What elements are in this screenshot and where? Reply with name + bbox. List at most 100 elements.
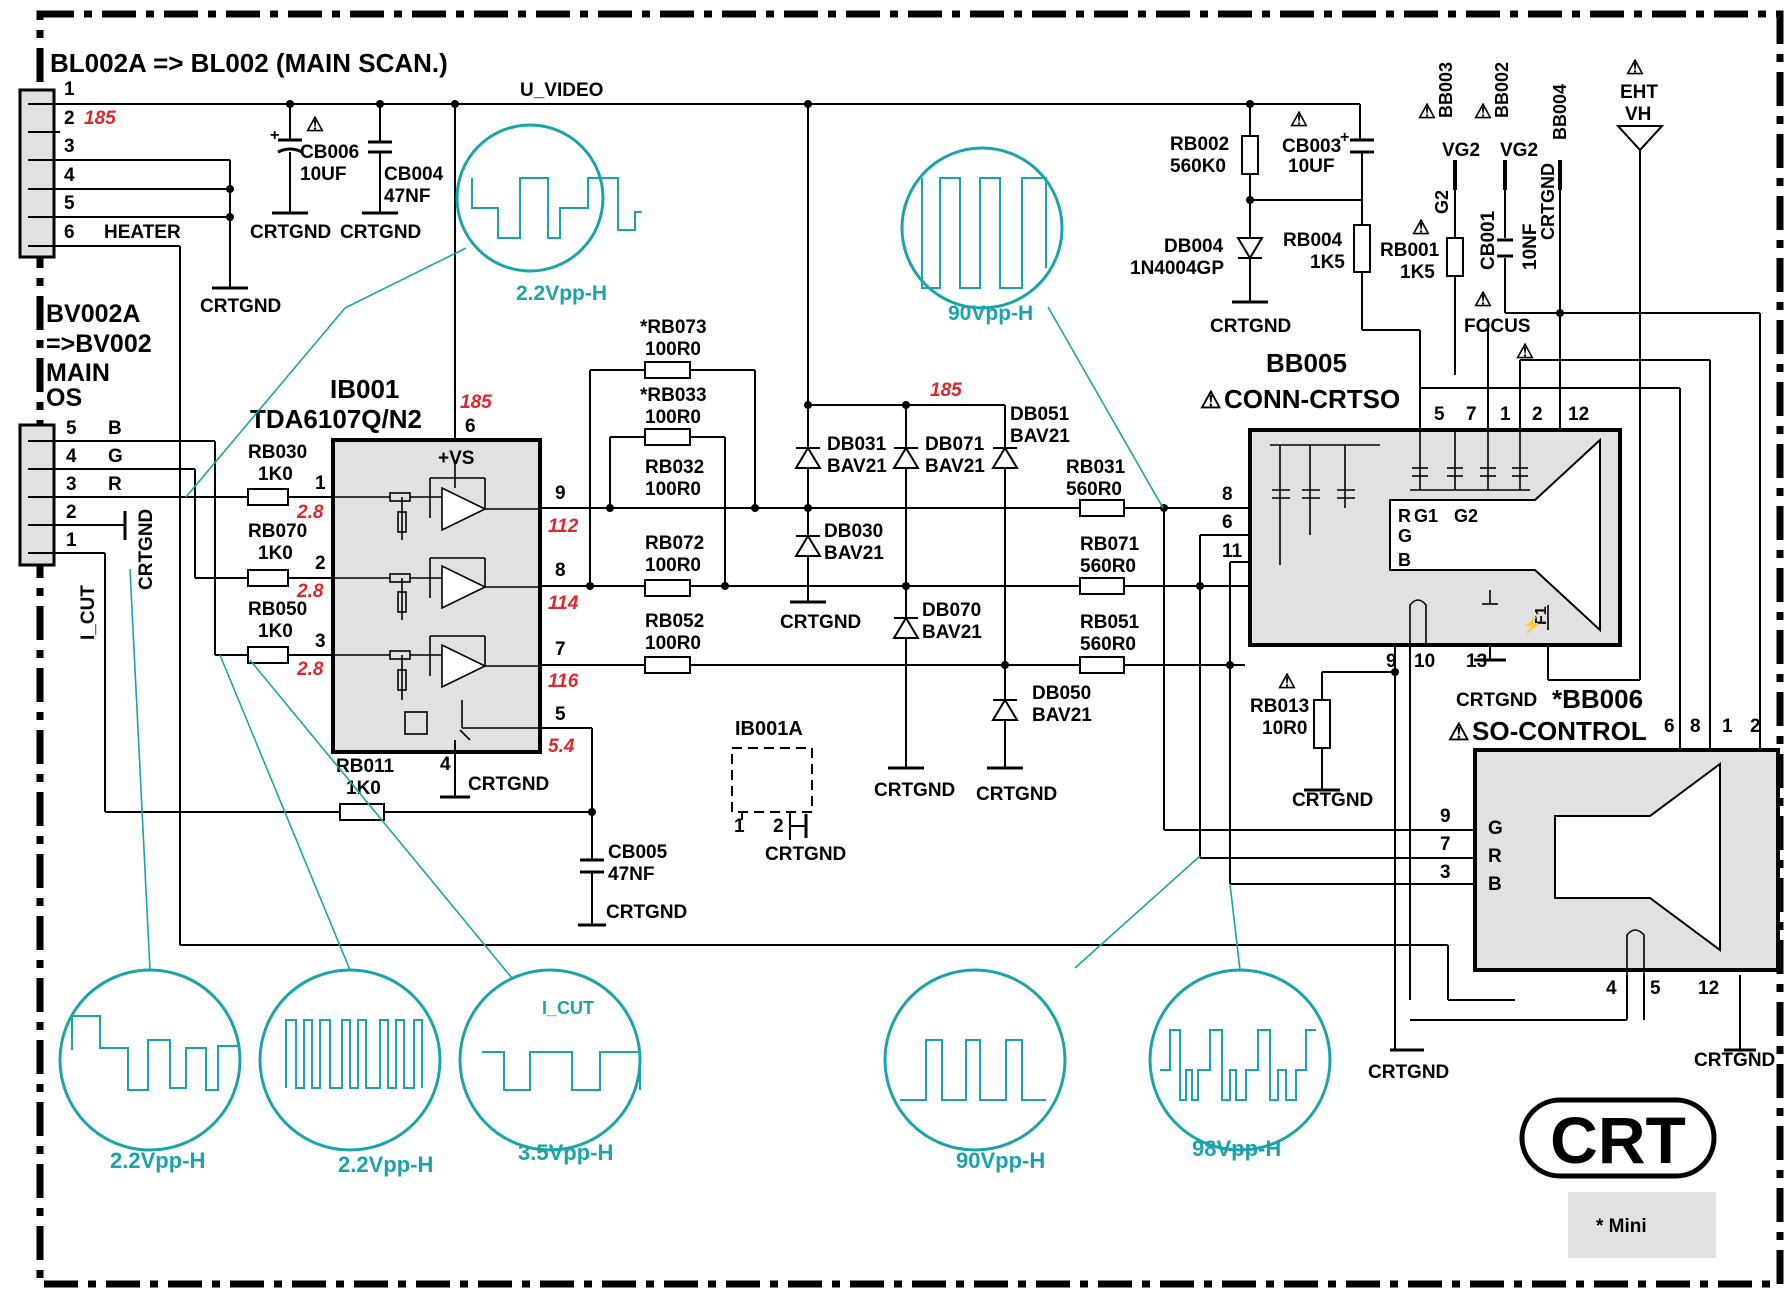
ic-in3-voltage: 2.8 xyxy=(296,659,324,680)
crtgnd-label-db050: CRTGND xyxy=(976,784,1057,805)
crtgnd-label-bottom-left: CRTGND xyxy=(1368,1062,1449,1083)
bl002-pin-1: 1 xyxy=(64,79,75,100)
diode-db071 xyxy=(892,446,920,469)
crt-badge-label: CRT xyxy=(1550,1103,1686,1177)
waveform-top-mid-label: 90Vpp-H xyxy=(948,302,1033,325)
bl002-pin-4: 4 xyxy=(64,165,75,186)
bb006-pin-6: 6 xyxy=(1664,716,1675,737)
probe-leader-lines xyxy=(129,247,1241,1001)
crtgnd-label-db030: CRTGND xyxy=(780,612,861,633)
cb001-ref: CB001 xyxy=(1478,210,1499,270)
bb005-pin-5: 5 xyxy=(1434,404,1445,425)
db051-ref: DB051 xyxy=(1010,404,1070,425)
waveform-probe-4 xyxy=(883,968,1067,1152)
bl002-pin-3: 3 xyxy=(64,136,75,157)
bb005-inner-g: G xyxy=(1398,526,1412,546)
bb005-pin-2: 2 xyxy=(1532,404,1543,425)
waveform-4-label: 90Vpp-H xyxy=(956,1148,1045,1173)
bb005-pin-7: 7 xyxy=(1466,404,1477,425)
db071-value: BAV21 xyxy=(925,456,985,477)
bb006-pin-2: 2 xyxy=(1750,716,1761,737)
waveform-probe-3 xyxy=(458,968,642,1152)
vg2-b-label: VG2 xyxy=(1500,140,1538,161)
ic-out8-voltage: 114 xyxy=(548,593,579,614)
bb005-pin-9: 9 xyxy=(1386,651,1397,672)
bb005-inner-r: R xyxy=(1398,506,1411,526)
db004-ref: DB004 xyxy=(1164,236,1224,257)
bb006-pin-8: 8 xyxy=(1690,716,1701,737)
bb005-pin-6: 6 xyxy=(1222,512,1233,533)
waveform-probe-top-mid xyxy=(900,146,1064,310)
bv002-pin-4: 4 xyxy=(66,446,77,467)
ic-pin-2: 2 xyxy=(315,553,326,574)
ic-body xyxy=(331,438,542,754)
crtgnd-label-bb005: CRTGND xyxy=(1456,690,1537,711)
cb005-ref: CB005 xyxy=(608,842,668,863)
waveform-probe-5 xyxy=(1148,968,1332,1152)
ic-in1-voltage: 2.8 xyxy=(296,502,324,523)
rb071-ref: RB071 xyxy=(1080,534,1140,555)
bb006-pin-4: 4 xyxy=(1606,978,1617,999)
warning-icon: ⚠ xyxy=(1290,109,1308,131)
bb006-pin-7: 7 xyxy=(1440,834,1451,855)
diode-bus-voltage: 185 xyxy=(930,380,962,401)
cb003-value: 10UF xyxy=(1288,156,1334,177)
bl002-pin-2: 2 xyxy=(64,108,75,129)
bb006-pin-5: 5 xyxy=(1650,978,1661,999)
rb004-value: 1K5 xyxy=(1310,252,1345,273)
rb013-value: 10R0 xyxy=(1262,718,1307,739)
diode-db070 xyxy=(892,616,920,639)
warning-icon: ⚠ xyxy=(1200,387,1222,414)
ic-pin-7: 7 xyxy=(555,639,566,660)
ic-pin-9: 9 xyxy=(555,483,566,504)
crtgnd-label-db070: CRTGND xyxy=(874,780,955,801)
connector-bl002 xyxy=(18,88,60,259)
rb011-value: 1K0 xyxy=(346,778,381,799)
db050-ref: DB050 xyxy=(1032,683,1091,704)
bv002-title-2: =>BV002 xyxy=(46,330,152,358)
bv002-title-1: BV002A xyxy=(46,300,141,328)
crtgnd-label-ic: CRTGND xyxy=(468,774,549,795)
diode-db004 xyxy=(1236,237,1264,260)
diode-db051 xyxy=(991,446,1019,469)
bb003-label: BB003 xyxy=(1436,62,1456,118)
crtgnd-label-bottom-right: CRTGND xyxy=(1694,1050,1775,1071)
db051-value: BAV21 xyxy=(1010,426,1070,447)
rb071-value: 560R0 xyxy=(1080,556,1136,577)
bv002-pin-3: 3 xyxy=(66,474,77,495)
rb072-ref: RB072 xyxy=(645,533,704,554)
resistor-rb052 xyxy=(644,656,691,674)
bb005-pin-12: 12 xyxy=(1568,404,1589,425)
bl002-pin-5: 5 xyxy=(64,193,75,214)
ib001a-pin-2: 2 xyxy=(773,816,784,837)
warning-icon: ⚠ xyxy=(1278,671,1296,693)
mini-note-label: * Mini xyxy=(1596,1216,1647,1237)
resistor-rb011 xyxy=(339,803,385,821)
resistor-rb070 xyxy=(247,569,289,587)
rb033-ref: *RB033 xyxy=(640,385,707,406)
bb005-pin-8: 8 xyxy=(1222,484,1233,505)
mini-note-box xyxy=(1568,1192,1716,1258)
bb006-pin-3: 3 xyxy=(1440,862,1451,883)
db031-value: BAV21 xyxy=(827,456,887,477)
warning-icon: ⚠ xyxy=(1418,101,1436,123)
waveform-probe-1 xyxy=(58,968,242,1152)
resistor-rb013 xyxy=(1313,699,1331,749)
bb006-inner-b: B xyxy=(1488,874,1502,895)
crtgnd-label-db004: CRTGND xyxy=(1210,316,1291,337)
heater-label: HEATER xyxy=(104,222,181,243)
capacitor-cb006: + xyxy=(270,127,303,154)
bb005-inner-b: B xyxy=(1398,550,1411,570)
bb006-inner-g: G xyxy=(1488,818,1503,839)
bl002-pin-6: 6 xyxy=(64,222,75,243)
bb005-inner-g2: G2 xyxy=(1454,506,1478,526)
ic-pin5-voltage: 5.4 xyxy=(548,736,575,757)
signal-r: R xyxy=(108,474,122,495)
crtgnd-label-cb005: CRTGND xyxy=(606,902,687,923)
ic-vs-label: +VS xyxy=(438,448,474,469)
ic-out9-voltage: 112 xyxy=(548,516,579,537)
bb005-pin-10: 10 xyxy=(1414,651,1435,672)
rb013-ref: RB013 xyxy=(1250,696,1309,717)
cb003-polarity: + xyxy=(1340,129,1349,146)
rb030-value: 1K0 xyxy=(258,464,293,485)
